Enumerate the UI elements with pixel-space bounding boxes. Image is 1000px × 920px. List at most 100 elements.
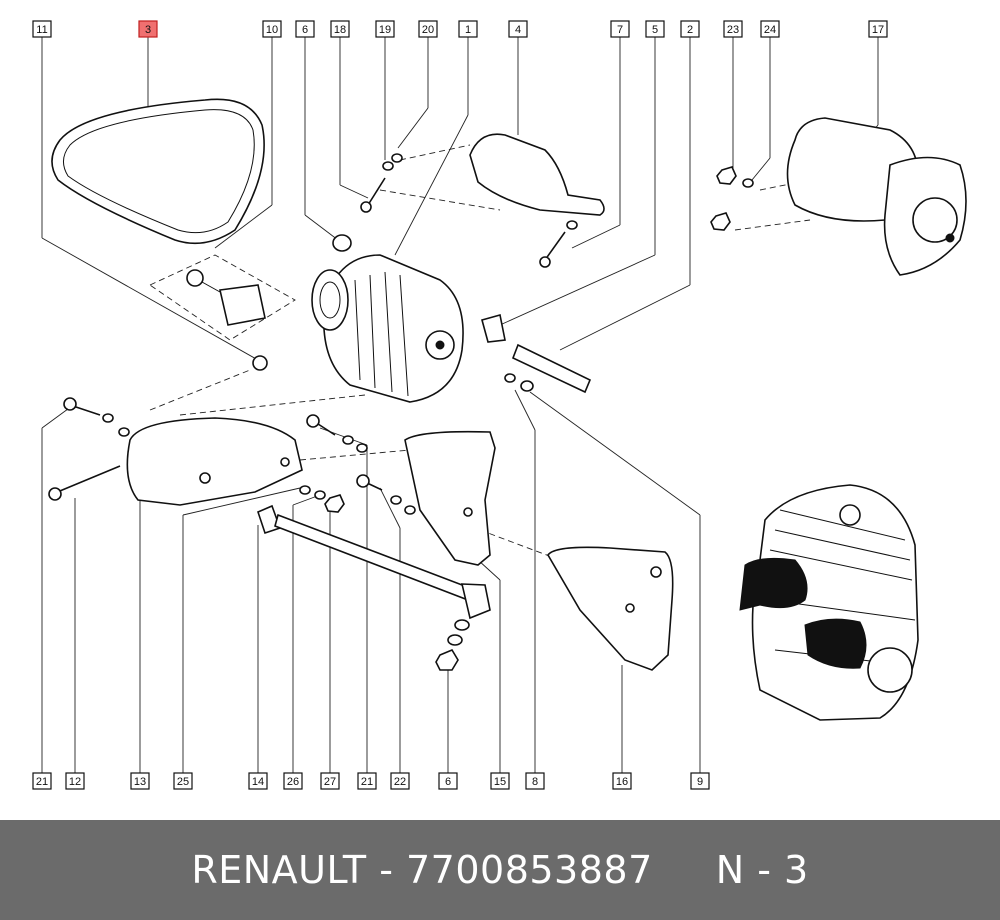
callout-top-5: 19	[375, 20, 395, 38]
callout-bottom-0: 21	[32, 772, 52, 790]
callout-box	[390, 772, 410, 790]
callout-box	[490, 772, 510, 790]
middle-bracket	[404, 430, 496, 566]
callout-bottom-5: 26	[283, 772, 303, 790]
starter-motor	[786, 117, 967, 276]
tensioner-block	[186, 269, 268, 371]
callout-box	[320, 772, 340, 790]
callout-number: 21	[36, 776, 48, 788]
callout-number: 27	[324, 776, 336, 788]
callout-top-6: 20	[418, 20, 438, 38]
leader-lines	[41, 36, 879, 361]
tie-rod-fasteners	[435, 619, 470, 671]
callout-box	[612, 772, 632, 790]
callout-number: 13	[134, 776, 146, 788]
part-caption: RENAULT - 7700853887 N - 3	[191, 848, 808, 892]
callout-box	[262, 20, 282, 38]
brand-name: RENAULT	[191, 848, 367, 892]
callout-number: 22	[394, 776, 406, 788]
callout-bottom-2: 13	[130, 772, 150, 790]
upper-bracket	[469, 133, 605, 216]
callout-top-3: 6	[295, 20, 315, 38]
engine-thumbnail	[739, 484, 919, 721]
tie-rod	[257, 504, 491, 620]
callout-number: 8	[532, 776, 538, 788]
callout-number: 21	[361, 776, 373, 788]
callout-number: 12	[69, 776, 81, 788]
callout-bottom-12: 16	[612, 772, 632, 790]
callout-number: 17	[872, 24, 884, 36]
bracket-bolt	[539, 220, 578, 268]
callout-top-13: 24	[760, 20, 780, 38]
callout-number: 24	[764, 24, 776, 36]
callout-bottom-3: 25	[173, 772, 193, 790]
callout-box	[680, 20, 700, 38]
callout-top-4: 18	[330, 20, 350, 38]
bolt-set-upper	[360, 153, 403, 213]
callout-number: 11	[36, 24, 47, 36]
callout-box	[248, 772, 268, 790]
callout-number: 3	[145, 24, 151, 36]
callout-box	[330, 20, 350, 38]
footer-bar: RENAULT - 7700853887 N - 3	[0, 820, 1000, 920]
callout-top-11: 2	[680, 20, 700, 38]
callout-box	[508, 20, 528, 38]
callout-bottom-1: 12	[65, 772, 85, 790]
caption-separator: -	[366, 848, 406, 892]
callout-box	[645, 20, 665, 38]
alternator	[311, 254, 464, 403]
right-bracket	[547, 546, 674, 671]
callout-number: 7	[617, 24, 623, 36]
spacer	[332, 234, 352, 252]
part-number: 7700853887	[406, 848, 653, 892]
lower-bracket	[48, 397, 303, 506]
assembly-lines	[149, 144, 811, 641]
callout-number: 5	[652, 24, 658, 36]
callout-top-14: 17	[868, 20, 888, 38]
callout-top-0: 11	[32, 20, 52, 38]
callout-bottom-7: 21	[357, 772, 377, 790]
callout-top-12: 23	[723, 20, 743, 38]
callout-box	[868, 20, 888, 38]
callout-box	[283, 772, 303, 790]
callout-box	[173, 772, 193, 790]
callout-top-9: 7	[610, 20, 630, 38]
callout-box	[65, 772, 85, 790]
exploded-parts-diagram: 1131061819201475223241721121325142627212…	[32, 20, 967, 790]
callout-bottom-6: 27	[320, 772, 340, 790]
starter-fasteners	[710, 166, 754, 231]
bracket-fasteners	[299, 414, 416, 515]
callout-box	[138, 20, 158, 38]
callout-box	[610, 20, 630, 38]
callout-number: 2	[687, 24, 693, 36]
callout-box	[32, 20, 52, 38]
callout-bottom-9: 6	[438, 772, 458, 790]
callout-box	[418, 20, 438, 38]
callout-box	[438, 772, 458, 790]
callout-number: 25	[177, 776, 189, 788]
callout-number: 10	[266, 24, 278, 36]
callout-number: 18	[334, 24, 346, 36]
callout-top-8: 4	[508, 20, 528, 38]
callout-number: 20	[422, 24, 434, 36]
callout-box	[130, 772, 150, 790]
callout-bottom-8: 22	[390, 772, 410, 790]
callout-box	[458, 20, 478, 38]
callout-number: 26	[287, 776, 299, 788]
callout-bottom-10: 15	[490, 772, 510, 790]
callout-box	[375, 20, 395, 38]
callout-number: 4	[515, 24, 521, 36]
callout-number: 6	[445, 776, 451, 788]
callout-bottom-11: 8	[525, 772, 545, 790]
callout-box	[32, 772, 52, 790]
callout-number: 15	[494, 776, 506, 788]
long-bolt-set	[481, 313, 592, 394]
callout-bottom-4: 14	[248, 772, 268, 790]
callout-number: 6	[302, 24, 308, 36]
callout-top-7: 1	[458, 20, 478, 38]
callout-top-1: 3	[138, 20, 158, 38]
callout-number: 14	[252, 776, 264, 788]
callout-top-2: 10	[262, 20, 282, 38]
